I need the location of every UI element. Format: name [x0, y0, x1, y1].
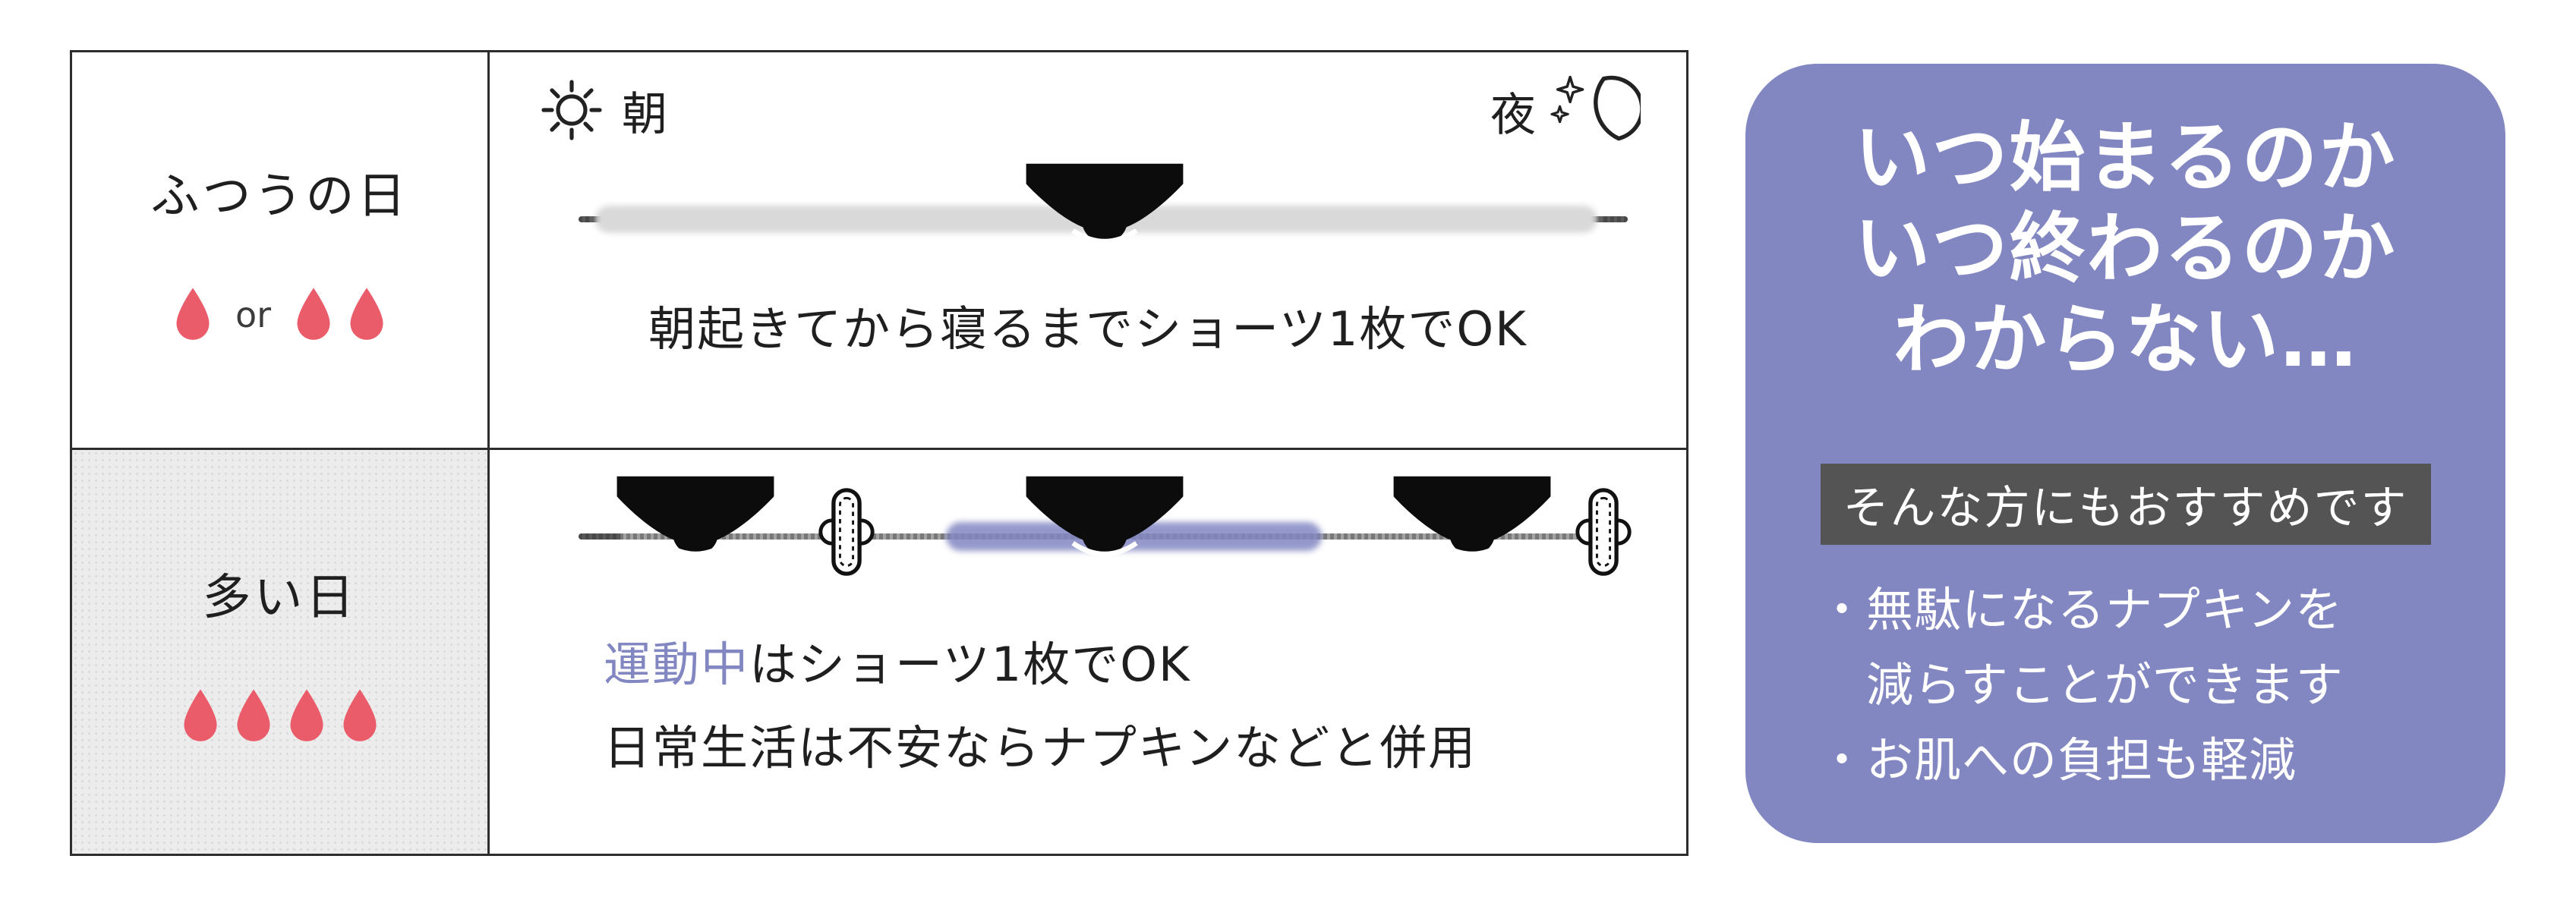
recommendation-badge: そんな方にもおすすめです — [1820, 464, 2431, 545]
benefit-item-continued: 減らすことができます — [1818, 657, 2344, 713]
or-text: or — [235, 294, 272, 335]
night-time-group: 夜 — [1490, 74, 1641, 148]
period-underwear-icon — [1389, 471, 1556, 568]
sanitary-pad-icon — [818, 486, 875, 578]
benefit-item: ・無駄になるナプキンを — [1818, 582, 2344, 637]
normal-day-flow-icons: or — [172, 286, 388, 344]
blood-drop-icon — [179, 687, 222, 745]
normal-day-cell: ふつうの日 or — [72, 52, 490, 450]
night-label: 夜 — [1490, 88, 1536, 142]
blood-drop-icon — [292, 286, 335, 344]
heavy-day-line1-rest: はショーツ1枚でOK — [749, 637, 1191, 692]
morning-time-group: 朝 — [535, 74, 667, 146]
exercise-highlight: 運動中 — [604, 637, 750, 692]
usage-table: ふつうの日 or 朝 夜 朝起きてから寝るまでショーツ1枚でOK — [70, 50, 1688, 856]
sun-icon — [535, 74, 608, 146]
blood-drop-icon — [232, 687, 275, 745]
crescent-moon-with-stars-icon — [1550, 74, 1641, 148]
blood-drop-icon — [172, 286, 214, 344]
normal-day-usage-cell: 朝 夜 朝起きてから寝るまでショーツ1枚でOK — [490, 52, 1686, 450]
normal-day-label: ふつうの日 — [150, 168, 409, 225]
card-heading: いつ始まるのか いつ終わるのか わからない… — [1745, 112, 2505, 385]
heavy-day-cell: 多い日 — [72, 450, 490, 854]
normal-day-description: 朝起きてから寝るまでショーツ1枚でOK — [648, 301, 1528, 357]
sanitary-pad-icon — [1575, 486, 1632, 578]
benefit-item: ・お肌への負担も軽減 — [1818, 732, 2297, 788]
card-heading-line3: わからない… — [1893, 295, 2358, 384]
card-heading-line2: いつ終わるのか — [1854, 204, 2397, 293]
blood-drop-icon — [345, 286, 388, 344]
card-heading-line1: いつ始まるのか — [1854, 113, 2397, 202]
heavy-day-flow-icons — [179, 687, 381, 745]
heavy-day-line1: 運動中はショーツ1枚でOK — [604, 623, 1477, 706]
benefit-list: ・無駄になるナプキンを 減らすことができます ・お肌への負担も軽減 — [1818, 572, 2475, 798]
heavy-day-description: 運動中はショーツ1枚でOK 日常生活は不安ならナプキンなどと併用 — [604, 623, 1477, 790]
blood-drop-icon — [339, 687, 381, 745]
morning-label: 朝 — [622, 87, 667, 141]
blood-drop-icon — [285, 687, 328, 745]
period-underwear-icon — [1021, 159, 1188, 256]
period-underwear-icon — [612, 471, 779, 568]
heavy-day-label: 多い日 — [202, 570, 358, 626]
period-underwear-icon — [1021, 471, 1188, 568]
recommendation-card: いつ始まるのか いつ終わるのか わからない… そんな方にもおすすめです ・無駄に… — [1745, 64, 2505, 843]
heavy-day-line2: 日常生活は不安ならナプキンなどと併用 — [604, 720, 1477, 776]
heavy-day-usage-cell: 運動中はショーツ1枚でOK 日常生活は不安ならナプキンなどと併用 — [490, 450, 1686, 854]
